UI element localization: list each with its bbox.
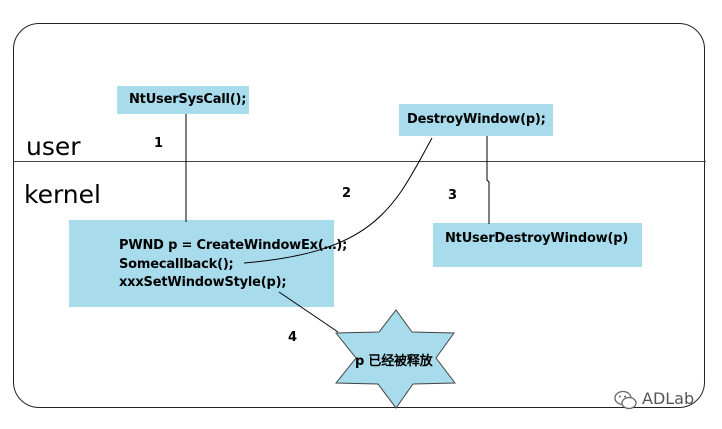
diagram-frame: [13, 23, 705, 408]
kernel-code-line-3: xxxSetWindowStyle(p);: [119, 275, 287, 290]
step-4-label: 4: [288, 330, 298, 345]
wechat-logo-icon: [614, 390, 637, 410]
step-2-label: 2: [342, 186, 352, 201]
destroy-window-box: DestroyWindow(p);: [399, 104, 553, 136]
step-1-label: 1: [154, 136, 164, 151]
freed-star-label: p 已经被释放: [355, 354, 433, 369]
freed-star-shape: [334, 309, 456, 409]
syscall-box: NtUserSysCall();: [117, 86, 249, 114]
kernel-zone-label: kernel: [24, 180, 101, 209]
destroy-line-3: [486, 136, 490, 224]
kernel-code-box: PWND p = CreateWindowEx(…); Somecallback…: [69, 220, 347, 307]
kernel-code-line-2: Somecallback();: [119, 257, 234, 272]
freed-line-4: [278, 291, 339, 333]
user-zone-label: user: [26, 132, 81, 161]
kernel-code-line-1: PWND p = CreateWindowEx(…);: [119, 238, 348, 253]
callback-curve-2: [243, 137, 433, 264]
destroy-window-label: DestroyWindow(p);: [407, 112, 546, 127]
step-3-label: 3: [448, 188, 458, 203]
nt-destroy-box: NtUserDestroyWindow(p): [433, 223, 642, 267]
syscall-label: NtUserSysCall();: [129, 92, 247, 107]
watermark-text: ADLab: [642, 389, 695, 408]
user-kernel-divider: [13, 161, 706, 162]
nt-destroy-label: NtUserDestroyWindow(p): [445, 231, 629, 246]
